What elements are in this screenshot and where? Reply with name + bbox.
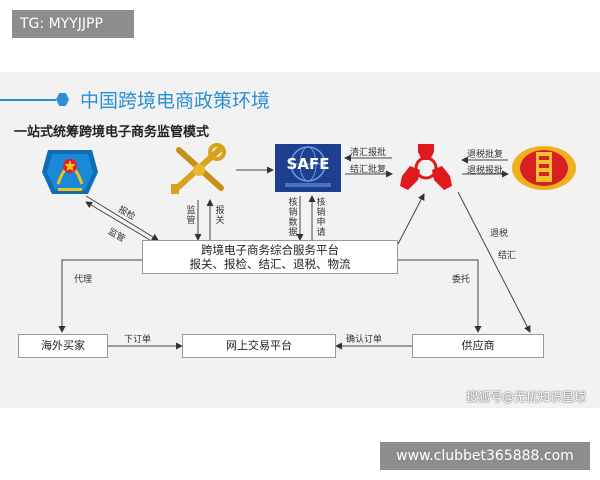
hexagon-icon xyxy=(56,93,69,106)
watermark-tag: TG: MYYJJPP xyxy=(12,10,134,38)
label-settle-declare: 清汇报批 xyxy=(350,148,387,158)
label-place-order: 下订单 xyxy=(124,335,152,345)
label-verify-apply: 核销申请 xyxy=(316,198,326,238)
bank-logo-icon xyxy=(400,144,452,190)
safe-logo-icon: SAFE xyxy=(275,144,341,192)
label-settlement: 结汇 xyxy=(498,251,517,261)
footer-url-badge: www.clubbet365888.com xyxy=(380,442,590,470)
header-rule xyxy=(0,99,56,101)
platform-line1: 跨境电子商务综合服务平台 xyxy=(201,242,339,257)
label-tax-reply: 退税批复 xyxy=(467,150,504,160)
label-tax-declare: 退税报批 xyxy=(467,166,504,176)
platform-line2: 报关、报检、结汇、退税、物流 xyxy=(189,257,351,271)
supplier-box: 供应商 xyxy=(412,334,544,358)
label-confirm-order: 确认订单 xyxy=(346,335,383,345)
tax-emblem-icon xyxy=(512,146,576,190)
customs-emblem-icon xyxy=(171,143,226,194)
safe-logo-text: SAFE xyxy=(287,155,330,173)
overseas-buyer-box: 海外买家 xyxy=(18,334,108,358)
label-tax-refund: 退税 xyxy=(490,229,509,239)
label-settle-reply: 结汇批复 xyxy=(350,165,387,175)
source-watermark: 搜狐号@无忧知识星球 xyxy=(466,390,587,404)
quarantine-emblem-icon xyxy=(42,150,98,194)
label-customs-declare: 报关 xyxy=(215,206,225,226)
service-platform-box: 跨境电子商务综合服务平台 报关、报检、结汇、退税、物流 xyxy=(142,240,398,274)
label-agent: 代理 xyxy=(74,275,93,285)
online-exchange-box: 网上交易平台 xyxy=(182,334,336,358)
label-entrust: 委托 xyxy=(452,275,471,285)
diagram-subtitle: 一站式统筹跨境电子商务监管模式 xyxy=(14,125,210,140)
label-customs-supervision: 监管 xyxy=(186,206,196,226)
label-verify-data: 核销数据 xyxy=(288,198,298,238)
page-title: 中国跨境电商政策环境 xyxy=(80,90,271,112)
